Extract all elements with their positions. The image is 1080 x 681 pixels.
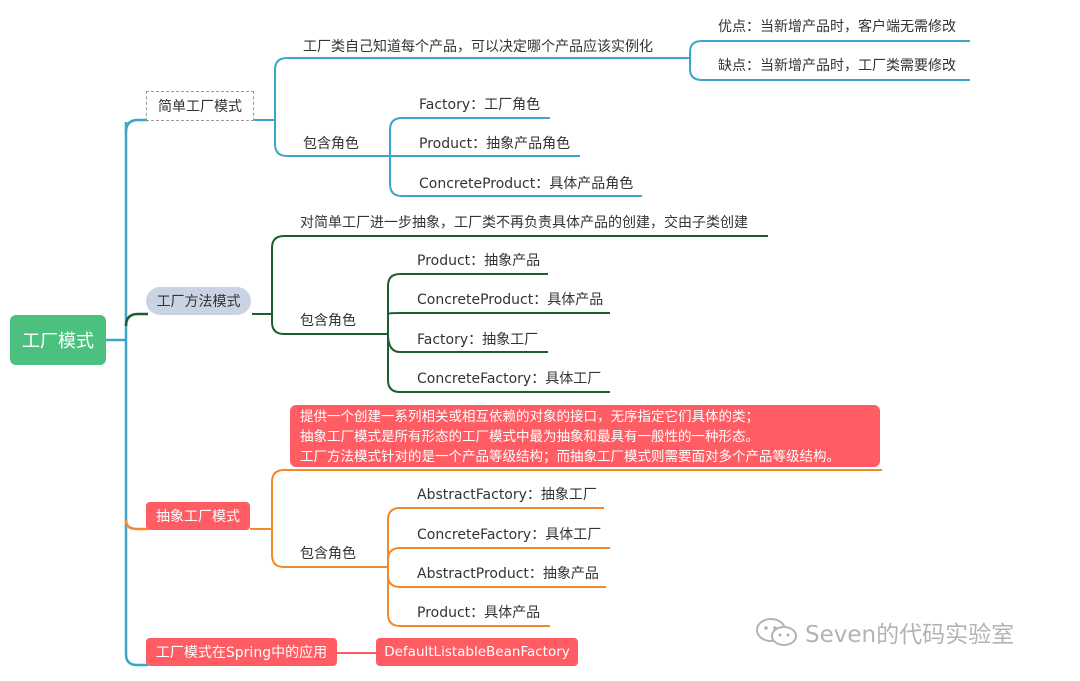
default-listable-bean-factory-node[interactable]: DefaultListableBeanFactory	[376, 638, 578, 666]
simple-factory-roles-label[interactable]: 包含角色	[303, 136, 359, 152]
abstract-role-product[interactable]: Product：具体产品	[417, 605, 541, 621]
abstract-role-concrete-factory[interactable]: ConcreteFactory：具体工厂	[417, 527, 602, 543]
method-role-concrete-factory[interactable]: ConcreteFactory：具体工厂	[417, 371, 602, 387]
method-role-product[interactable]: Product：抽象产品	[417, 253, 541, 269]
abstract-role-abstract-product[interactable]: AbstractProduct：抽象产品	[417, 566, 599, 582]
connector-simple	[124, 118, 148, 133]
root-node[interactable]: 工厂模式	[10, 315, 106, 365]
connector-pros	[665, 40, 970, 59]
connector-method-role4	[387, 334, 610, 393]
connector-abstract	[124, 519, 148, 531]
connector-abstract-role4	[387, 567, 550, 627]
abstract-role-abstract-factory[interactable]: AbstractFactory：抽象工厂	[417, 487, 597, 503]
factory-method-desc[interactable]: 对简单工厂进一步抽象，工厂类不再负责具体产品的创建，交由子类创建	[300, 215, 748, 231]
abstract-desc-line-2: 抽象工厂模式是所有形态的工厂模式中最为抽象和最具有一般性的一种形态。	[300, 429, 759, 445]
simple-role-concrete-product[interactable]: ConcreteProduct：具体产品角色	[419, 176, 634, 192]
method-role-concrete-product[interactable]: ConcreteProduct：具体产品	[417, 292, 604, 308]
abstract-factory-desc[interactable]: 提供一个创建一系列相关或相互依赖的对象的接口，无序指定它们具体的类； 抽象工厂模…	[290, 405, 880, 467]
simple-factory-cons[interactable]: 缺点：当新增产品时，工厂类需要修改	[718, 58, 956, 74]
connector-simple-vert	[274, 57, 665, 71]
simple-factory-desc[interactable]: 工厂类自己知道每个产品，可以决定哪个产品应该实例化	[303, 39, 653, 55]
connector-abstract-role1	[387, 507, 604, 567]
connector-cons	[689, 58, 970, 81]
simple-role-factory[interactable]: Factory：工厂角色	[419, 97, 541, 113]
simple-factory-node[interactable]: 简单工厂模式	[146, 91, 254, 121]
watermark-text: Seven的代码实验室	[805, 622, 1015, 648]
watermark: Seven的代码实验室	[755, 614, 1014, 650]
factory-method-roles-label[interactable]: 包含角色	[300, 313, 356, 329]
connector-method	[124, 312, 148, 327]
simple-factory-pros[interactable]: 优点：当新增产品时，客户端无需修改	[718, 19, 956, 35]
connector-method-role1	[387, 273, 548, 334]
abstract-factory-roles-label[interactable]: 包含角色	[300, 546, 356, 562]
method-role-factory[interactable]: Factory：抽象工厂	[417, 332, 539, 348]
abstract-desc-line-1: 提供一个创建一系列相关或相互依赖的对象的接口，无序指定它们具体的类；	[300, 409, 759, 425]
connector-method-role2	[387, 312, 610, 315]
wechat-icon	[756, 618, 797, 646]
factory-method-node[interactable]: 工厂方法模式	[146, 287, 251, 315]
connector-simple-role3	[389, 156, 642, 197]
abstract-factory-node[interactable]: 抽象工厂模式	[146, 502, 250, 530]
simple-role-product[interactable]: Product：抽象产品角色	[419, 136, 571, 152]
abstract-desc-line-3: 工厂方法模式针对的是一个产品等级结构；而抽象工厂模式则需要面对多个产品等级结构。	[300, 449, 840, 465]
connector-abstract-role2	[387, 547, 610, 561]
spring-usage-node[interactable]: 工厂模式在Spring中的应用	[146, 638, 337, 666]
connector-simple-role1	[389, 117, 550, 156]
connector-trunk	[124, 122, 148, 667]
